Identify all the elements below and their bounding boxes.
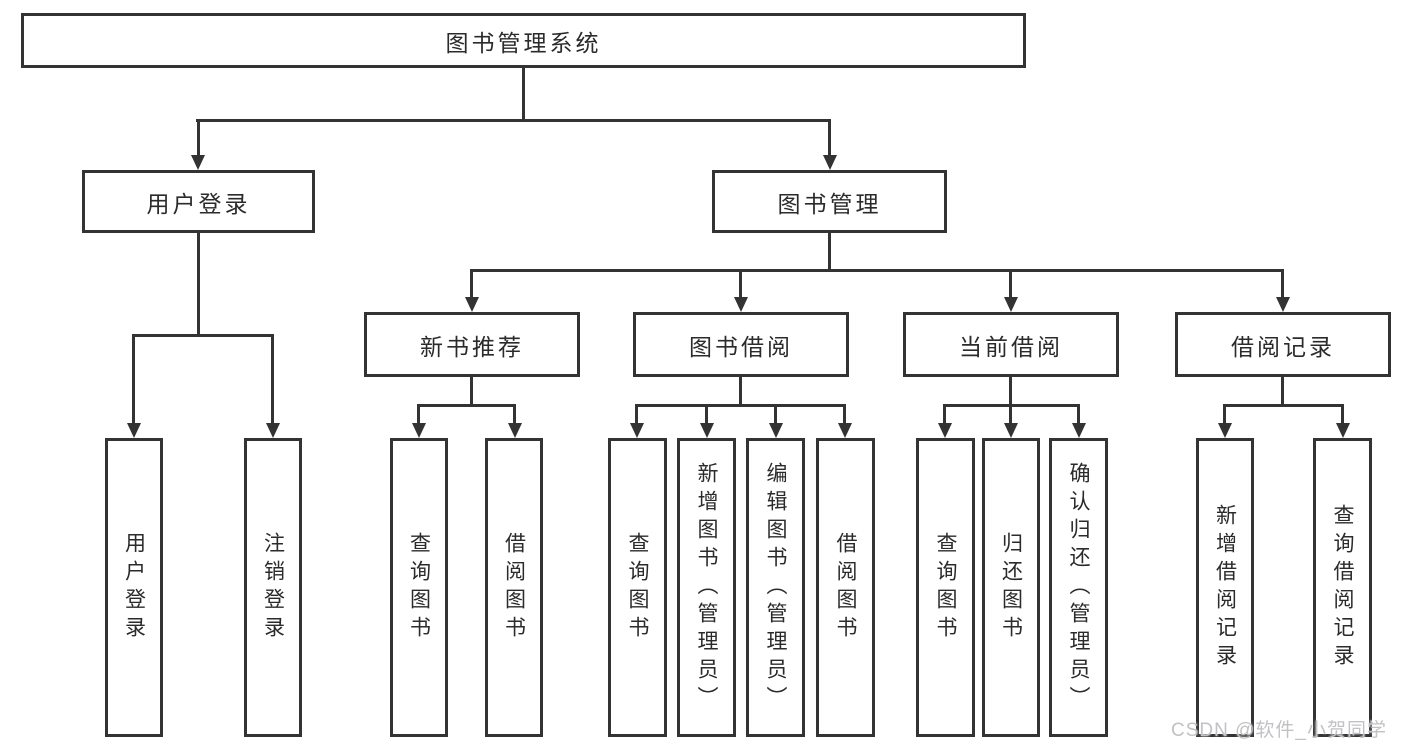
connector-level1-branch (196, 119, 831, 122)
arrow-down-icon (838, 423, 852, 438)
leaf-borrow-borrow: 借阅图书 (816, 438, 875, 737)
leaf-record-query: 查询借阅记录 (1313, 438, 1372, 737)
arrow-down-icon (823, 155, 837, 170)
arrow-down-icon (938, 423, 952, 438)
arrow-down-icon (734, 297, 748, 312)
connector-leaf-stub (271, 334, 274, 423)
node-book-mgmt: 图书管理 (712, 170, 947, 233)
connector-leaf-stub (1223, 404, 1226, 424)
arrow-down-icon (1336, 423, 1350, 438)
connector-level2-stub (739, 269, 742, 298)
connector-level2-stub (1281, 269, 1284, 298)
arrow-down-icon (508, 423, 522, 438)
connector-leaf-stub (705, 404, 708, 424)
connector-leaf-stub (843, 404, 846, 424)
leaf-current-query: 查询图书 (916, 438, 975, 737)
connector-leaf-stub (513, 404, 516, 424)
connector-leaf-stub (943, 404, 946, 424)
arrow-down-icon (630, 423, 644, 438)
arrow-down-icon (700, 423, 714, 438)
arrow-down-icon (191, 155, 205, 170)
connector-leaf-stub (1341, 404, 1344, 424)
arrow-down-icon (1072, 423, 1086, 438)
leaf-borrow-query: 查询图书 (608, 438, 667, 737)
leaf-newbook-query: 查询图书 (390, 438, 448, 737)
arrow-down-icon (769, 423, 783, 438)
leaf-current-return: 归还图书 (982, 438, 1040, 737)
connector-borrow-record-branch (1223, 404, 1344, 407)
connector-root-stub (522, 68, 525, 120)
connector-new-book-branch (417, 404, 516, 407)
csdn-watermark: CSDN @软件_小贺同学 (1171, 720, 1387, 741)
node-book-borrow: 图书借阅 (633, 312, 849, 377)
leaf-logout: 注销登录 (244, 438, 302, 737)
arrow-down-icon (1004, 423, 1018, 438)
arrow-down-icon (1218, 423, 1232, 438)
connector-borrow-record-down (1281, 377, 1284, 407)
connector-level2-stub (1009, 269, 1012, 298)
arrow-down-icon (412, 423, 426, 438)
connector-book-borrow-branch (635, 404, 846, 407)
arrow-down-icon (465, 297, 479, 312)
connector-new-book-down (470, 377, 473, 407)
connector-leaf-stub (635, 404, 638, 424)
node-borrow-record: 借阅记录 (1175, 312, 1391, 377)
connector-book-mgmt-stub (828, 119, 831, 157)
node-user-login: 用户登录 (82, 170, 315, 233)
connector-user-login-down (197, 233, 200, 337)
leaf-newbook-borrow: 借阅图书 (485, 438, 543, 737)
arrow-down-icon (1276, 297, 1290, 312)
leaf-borrow-add: 新增图书（管理员） (677, 438, 736, 737)
leaf-borrow-edit: 编辑图书（管理员） (746, 438, 805, 737)
connector-leaf-stub (417, 404, 420, 424)
connector-user-login-stub (197, 119, 200, 157)
node-root: 图书管理系统 (21, 13, 1026, 68)
connector-book-mgmt-down (828, 233, 831, 272)
connector-user-login-branch (132, 334, 274, 337)
connector-level2-branch (470, 269, 1284, 272)
arrow-down-icon (266, 423, 280, 438)
node-new-book: 新书推荐 (364, 312, 580, 377)
leaf-user-login: 用户登录 (105, 438, 163, 737)
connector-level2-stub (470, 269, 473, 298)
connector-leaf-stub (132, 334, 135, 423)
connector-book-borrow-down (739, 377, 742, 407)
node-current-borrow: 当前借阅 (903, 312, 1119, 377)
leaf-current-confirm: 确认归还（管理员） (1049, 438, 1108, 737)
connector-leaf-stub (774, 404, 777, 424)
connector-leaf-stub (1077, 404, 1080, 424)
arrow-down-icon (127, 423, 141, 438)
arrow-down-icon (1004, 297, 1018, 312)
connector-leaf-stub (1009, 404, 1012, 424)
leaf-record-add: 新增借阅记录 (1196, 438, 1254, 737)
connector-current-borrow-down (1009, 377, 1012, 407)
